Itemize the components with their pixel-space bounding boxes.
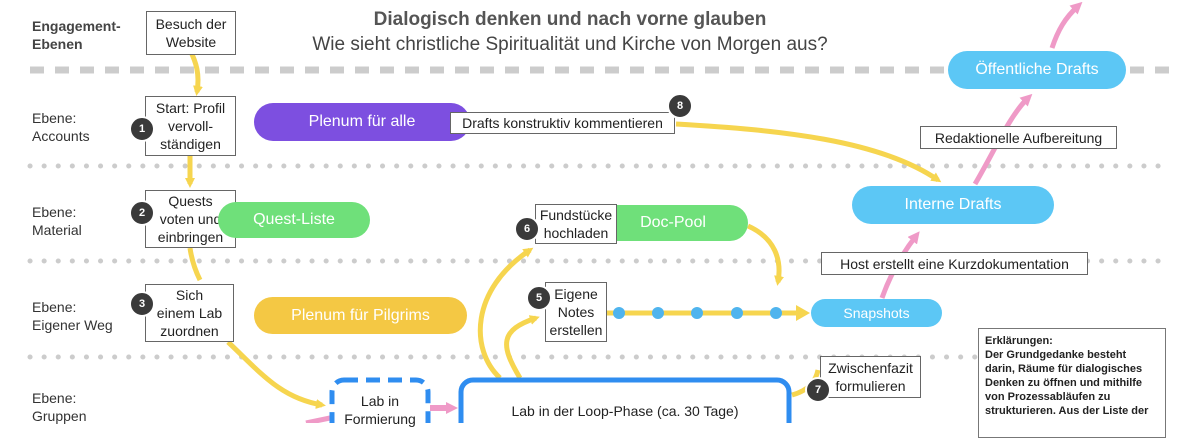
lab-loop-phase-label[interactable]: Lab in der Loop-Phase (ca. 30 Tage) bbox=[511, 403, 739, 419]
level-accounts: Ebene: Accounts bbox=[32, 110, 90, 144]
dot-3 bbox=[691, 307, 703, 319]
arrowhead-snapshots bbox=[796, 305, 810, 321]
pill-doc-pool[interactable]: Doc-Pool bbox=[598, 205, 748, 241]
badge-step-1: 1 bbox=[129, 116, 155, 142]
path-sich-to-lab bbox=[226, 340, 326, 409]
box-sich-einem-lab[interactable]: Sich einem Lab zuordnen bbox=[145, 284, 234, 342]
box-besuch-der-website[interactable]: Besuch der Website bbox=[146, 11, 236, 55]
level-eigener-weg: Ebene: Eigener Weg bbox=[32, 299, 113, 333]
pill-oeffentliche-drafts[interactable]: Öffentliche Drafts bbox=[948, 51, 1126, 89]
box-zwischenfazit[interactable]: Zwischenfazit formulieren bbox=[820, 356, 921, 398]
lab-formierung-frame bbox=[329, 377, 431, 423]
diagram-subtitle: Wie sieht christliche Spiritualität und … bbox=[312, 34, 828, 55]
dot-1 bbox=[613, 307, 625, 319]
pill-quest-liste[interactable]: Quest-Liste bbox=[218, 202, 370, 238]
box-quests-voten[interactable]: Quests voten und einbringen bbox=[145, 190, 236, 248]
pill-plenum-fuer-alle[interactable]: Plenum für alle bbox=[254, 103, 470, 141]
badge-step-8: 8 bbox=[667, 93, 693, 119]
box-host-kurzdokumentation[interactable]: Host erstellt eine Kurzdokumentation bbox=[821, 252, 1088, 275]
pill-plenum-fuer-pilgrims[interactable]: Plenum für Pilgrims bbox=[254, 297, 467, 334]
path-lab-to-fundstuecke bbox=[477, 247, 534, 380]
path-kommentieren-to-interne bbox=[675, 121, 942, 183]
levels-header: Engagement- Ebenen bbox=[32, 18, 121, 52]
dot-4 bbox=[731, 307, 743, 319]
diagram-title: Dialogisch denken und nach vorne glauben bbox=[373, 9, 767, 30]
box-redaktionelle-aufbereitung[interactable]: Redaktionelle Aufbereitung bbox=[920, 126, 1117, 149]
box-eigene-notes[interactable]: Eigene Notes erstellen bbox=[545, 282, 607, 342]
box-fundstuecke-hochladen[interactable]: Fundstücke hochladen bbox=[535, 204, 617, 244]
pink-oeffentliche-up bbox=[1049, 1, 1083, 49]
lab-in-formierung-label[interactable]: Lab in Formierung bbox=[344, 393, 416, 427]
box-drafts-kommentieren[interactable]: Drafts konstruktiv kommentieren bbox=[450, 112, 675, 134]
pink-left-into-formierung bbox=[305, 415, 331, 423]
badge-step-7: 7 bbox=[805, 377, 831, 403]
path-lab-to-notes bbox=[504, 315, 540, 380]
level-material: Ebene: Material bbox=[32, 204, 82, 238]
pill-interne-drafts[interactable]: Interne Drafts bbox=[852, 186, 1054, 224]
box-start-profil[interactable]: Start: Profil vervoll- ständigen bbox=[145, 96, 236, 156]
path-quests-to-sich bbox=[187, 247, 203, 282]
badge-step-6: 6 bbox=[514, 216, 540, 242]
dot-2 bbox=[652, 307, 664, 319]
badge-step-2: 2 bbox=[129, 200, 155, 226]
lab-loop-frame bbox=[458, 377, 792, 423]
explanation-box: Erklärungen: Der Grundgedanke besteht da… bbox=[978, 328, 1166, 438]
path-docpool-to-snapshots bbox=[746, 223, 784, 286]
level-gruppen: Ebene: Gruppen bbox=[32, 390, 87, 424]
dot-5 bbox=[770, 307, 782, 319]
badge-step-5: 5 bbox=[526, 285, 552, 311]
badge-step-3: 3 bbox=[129, 291, 155, 317]
pill-snapshots[interactable]: Snapshots bbox=[811, 299, 942, 327]
